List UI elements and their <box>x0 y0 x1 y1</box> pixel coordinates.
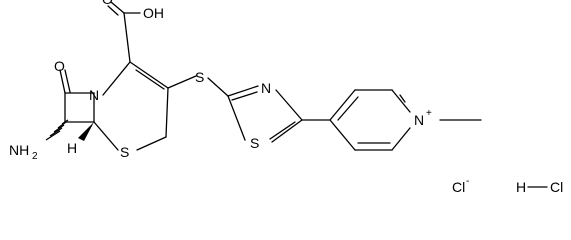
pyridinium-charge: + <box>426 108 432 119</box>
amine-subscript: 2 <box>32 151 38 162</box>
hcl-cl-label: Cl <box>550 179 563 195</box>
solid-wedge-bond <box>78 122 94 141</box>
chloride-label: Cl <box>452 179 465 195</box>
hashed-wedge-bond <box>45 119 69 141</box>
chloride-charge: - <box>466 176 469 187</box>
bond-lines <box>59 1 548 188</box>
hcl-h-label: H <box>516 179 526 195</box>
thiazole-n-label: N <box>261 80 271 96</box>
pyridinium-n-label: N <box>414 112 424 128</box>
ketone-o-label: O <box>54 58 65 74</box>
thioether-s-label: S <box>195 69 204 85</box>
atom-labels: OH O O N NH 2 H S S N S N + Cl - H Cl <box>9 0 563 195</box>
carboxyl-o-label: O <box>102 0 113 7</box>
carboxyl-oh-label: OH <box>143 5 164 21</box>
thiazole-s-label: S <box>250 135 259 151</box>
amine-label: NH <box>9 142 29 158</box>
chemical-structure: OH O O N NH 2 H S S N S N + Cl - H Cl <box>9 0 563 195</box>
ring-s-label: S <box>120 144 129 160</box>
ring-n-label: N <box>89 87 99 103</box>
stereo-h-label: H <box>67 140 77 156</box>
